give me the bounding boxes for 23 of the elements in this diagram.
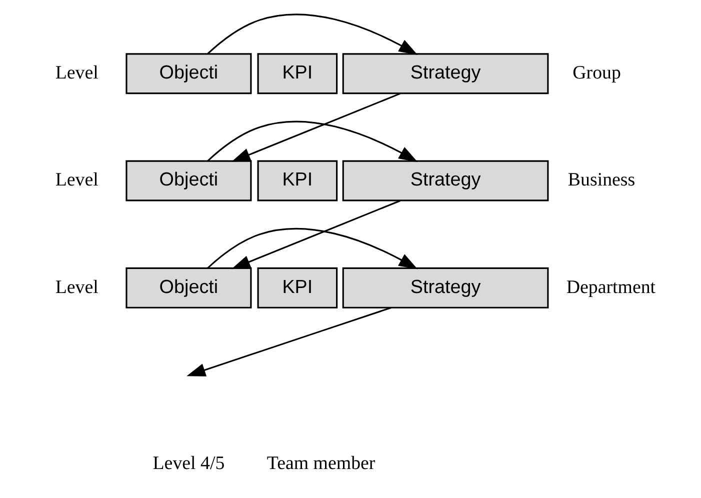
node-box: Objecti [125, 267, 252, 308]
node-box: KPI [256, 267, 338, 308]
label: Level 4/5 [152, 452, 224, 474]
node-box: Objecti [125, 160, 252, 202]
label: Department [566, 276, 656, 298]
label: Team member [266, 452, 375, 474]
label: Level [54, 170, 98, 191]
label: Group [572, 62, 620, 84]
arrow [186, 306, 391, 376]
node-box: Objecti [125, 53, 252, 94]
node-box: Strategy [342, 160, 548, 202]
label: Level [54, 276, 98, 298]
arrow [230, 200, 400, 270]
arrow [206, 14, 418, 55]
node-box: KPI [256, 160, 338, 202]
arrow [206, 228, 418, 270]
node-box: Strategy [342, 53, 548, 94]
label: Level [54, 62, 98, 84]
node-box: Strategy [342, 267, 548, 308]
node-box: KPI [256, 53, 338, 94]
arrow [230, 92, 400, 162]
arrow [206, 120, 418, 162]
label: Business [567, 170, 635, 191]
